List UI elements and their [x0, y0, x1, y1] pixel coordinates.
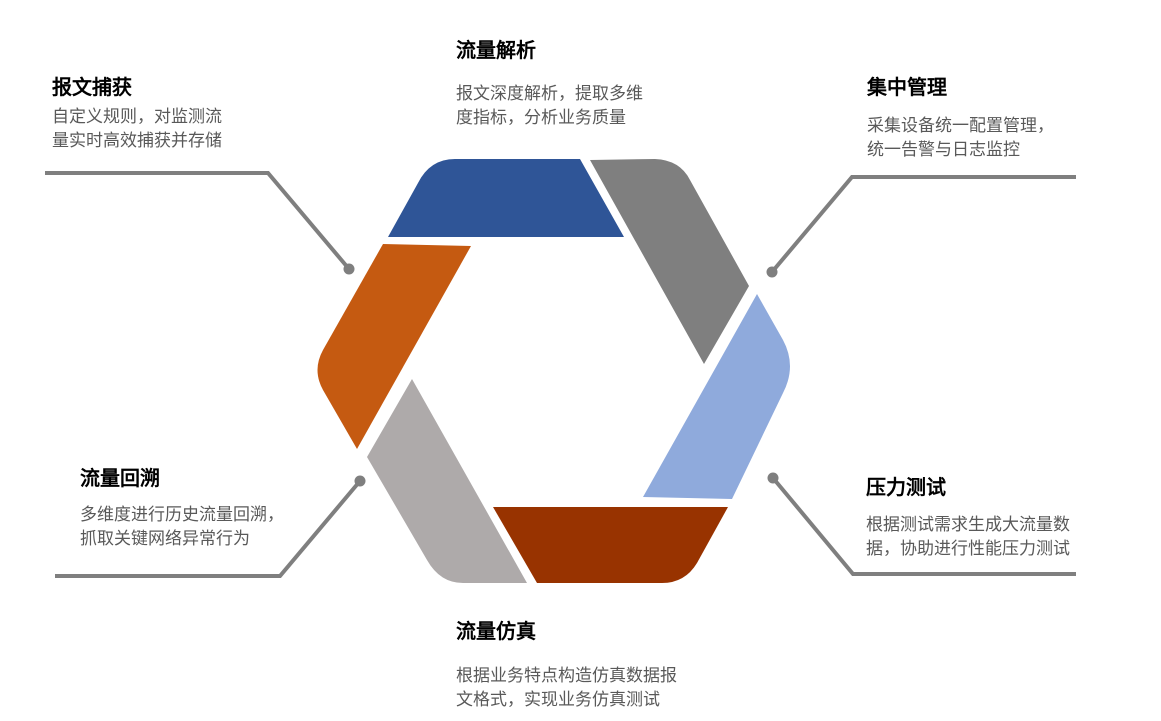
item-desc-line: 采集设备统一配置管理，	[867, 116, 1054, 136]
item-desc-line: 统一告警与日志监控	[867, 140, 1020, 160]
item-capture: 报文捕获 自定义规则，对监测流 量实时高效捕获并存储	[52, 74, 222, 153]
segment-replay	[367, 379, 527, 583]
segment-capture	[317, 244, 471, 449]
item-desc-line: 报文深度解析，提取多维	[456, 84, 643, 104]
segment-parse	[388, 159, 624, 237]
item-desc-line: 根据业务特点构造仿真数据报	[456, 666, 677, 686]
item-replay: 流量回溯 多维度进行历史流量回溯， 抓取关键网络异常行为	[80, 465, 284, 551]
segment-stress	[643, 294, 790, 499]
leader-dot-capture	[343, 263, 355, 275]
leader-line-replay	[55, 479, 362, 578]
item-desc-line: 据，协助进行性能压力测试	[866, 539, 1070, 559]
item-desc-line: 度指标，分析业务质量	[456, 108, 626, 128]
leader-dot-replay	[354, 475, 366, 487]
item-desc-line: 自定义规则，对监测流	[52, 107, 222, 127]
leader-line-capture	[45, 171, 351, 271]
item-title: 压力测试	[866, 475, 946, 499]
item-desc-line: 根据测试需求生成大流量数	[866, 515, 1070, 535]
leader-dot-stress	[767, 472, 779, 484]
segment-manage	[590, 159, 749, 364]
item-manage: 集中管理 采集设备统一配置管理， 统一告警与日志监控	[867, 74, 1054, 162]
item-title: 报文捕获	[52, 75, 132, 99]
item-parse: 流量解析 报文深度解析，提取多维 度指标，分析业务质量	[456, 37, 643, 130]
item-title: 流量解析	[456, 38, 536, 62]
item-desc-line: 抓取关键网络异常行为	[80, 529, 250, 549]
item-simulate: 流量仿真 根据业务特点构造仿真数据报 文格式，实现业务仿真测试	[456, 618, 677, 712]
item-title: 流量仿真	[456, 619, 536, 643]
segment-simulate	[493, 507, 728, 583]
item-desc-line: 多维度进行历史流量回溯，	[80, 505, 284, 525]
item-desc-line: 文格式，实现业务仿真测试	[456, 690, 660, 710]
leader-line-manage	[770, 175, 1076, 274]
leader-line-stress	[771, 476, 1076, 576]
item-desc-line: 量实时高效捕获并存储	[52, 131, 222, 151]
item-title: 流量回溯	[80, 466, 160, 490]
item-title: 集中管理	[867, 75, 947, 99]
leader-dot-manage	[766, 266, 778, 278]
item-stress: 压力测试 根据测试需求生成大流量数 据，协助进行性能压力测试	[866, 474, 1070, 561]
